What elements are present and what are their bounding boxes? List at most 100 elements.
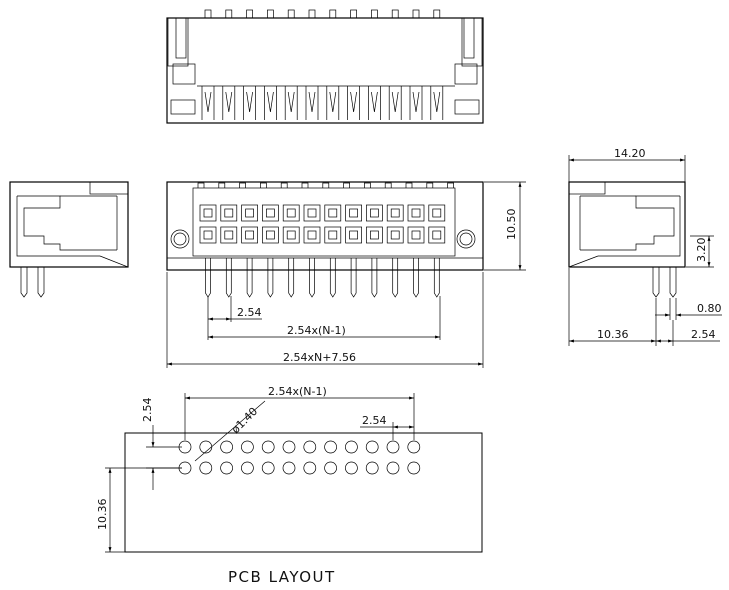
pcb-hole [365, 440, 379, 454]
contact-cell [345, 226, 362, 244]
pcb-hole [303, 440, 317, 454]
contact-cell [199, 226, 217, 244]
front-pin [225, 258, 232, 298]
contact-cell [220, 204, 238, 222]
overall-length-dimension-label: 2.54xN+7.56 [283, 351, 356, 364]
front-tooth [322, 182, 330, 188]
top-slot [222, 86, 236, 120]
contact-cell [199, 204, 217, 222]
contact-cell [220, 226, 238, 244]
pcb-hole [407, 440, 421, 454]
top-slot [201, 86, 215, 120]
pcb-hole [324, 461, 337, 475]
contact-cell [303, 226, 321, 244]
contact-cell-inner [370, 208, 379, 218]
contact-cell-inner [328, 208, 338, 218]
front-tooth [343, 182, 350, 188]
contact-cell-inner [266, 208, 275, 218]
top-slot-tab [267, 9, 274, 19]
contact-cell-inner [390, 230, 400, 240]
pcb-hole [386, 461, 400, 475]
contact-cell [324, 204, 342, 222]
pcb-pitch-label: 2.54 [362, 414, 387, 427]
pcb-hole [220, 440, 233, 454]
front-tooth [364, 182, 371, 188]
front-pin [392, 258, 399, 298]
contact-cell-inner [349, 230, 358, 240]
front-pin [267, 258, 274, 298]
right-side-view [568, 181, 686, 298]
pcb-hole [324, 440, 337, 454]
contact-cell [386, 226, 404, 244]
pcb-hole [282, 440, 296, 454]
top-slot [388, 86, 402, 120]
top-slot [409, 86, 423, 120]
top-slot-tab [246, 9, 253, 19]
contact-cell-inner [224, 230, 234, 240]
front-tooth [384, 182, 392, 188]
top-slot-tab [412, 9, 420, 19]
pcb-hole [199, 440, 213, 454]
front-tooth [197, 182, 205, 188]
pcb-hole [386, 440, 400, 454]
pcb-hole [345, 440, 358, 454]
row-pitch-dimension-label: 2.54 [691, 328, 716, 341]
pitch-span-dimension-label: 2.54x(N-1) [287, 324, 346, 337]
contact-cell [366, 226, 383, 244]
pcb-holes [178, 440, 421, 475]
pcb-layout-title: PCB LAYOUT [228, 568, 336, 586]
pin-offset-dimension-label: 3.20 [695, 238, 708, 263]
contact-cell-inner [203, 208, 213, 218]
row-offset-dimension-label: 10.36 [597, 328, 629, 341]
top-slot-tab [433, 9, 441, 19]
pcb-span-label: 2.54x(N-1) [268, 385, 327, 398]
pcb-hole [365, 461, 379, 475]
front-tooth [218, 182, 226, 188]
top-slot-tab [371, 9, 378, 19]
top-slot [326, 86, 340, 120]
contact-cell-inner [286, 230, 296, 240]
pcb-edge-offset-label: 10.36 [96, 499, 109, 531]
contact-cell-inner [203, 230, 213, 240]
contact-cell [324, 226, 342, 244]
front-pin [371, 258, 378, 298]
front-pin [309, 258, 315, 298]
front-pin [350, 258, 357, 298]
front-tooth [405, 182, 413, 188]
contact-cell [428, 226, 446, 244]
front-pin [413, 258, 419, 298]
top-slot-tab [329, 9, 337, 19]
pcb-hole-diameter-label: ø1.40 [229, 405, 260, 436]
top-slot [368, 86, 381, 120]
contact-cell-inner [349, 208, 358, 218]
contact-cell-inner [328, 230, 338, 240]
pcb-hole [407, 461, 421, 475]
contact-cell [241, 204, 258, 222]
contact-cell-inner [245, 230, 254, 240]
front-tooth [301, 182, 309, 188]
front-pin [329, 258, 336, 298]
dimension-lines [166, 155, 722, 368]
contact-cell-inner [390, 208, 400, 218]
front-tooth [260, 182, 267, 188]
contact-cell [282, 226, 300, 244]
pcb-hole [303, 461, 317, 475]
pcb-hole [220, 461, 233, 475]
front-view [166, 181, 484, 298]
front-pin [288, 258, 295, 298]
top-slot [430, 86, 444, 120]
contact-cell [241, 226, 258, 244]
pcb-hole [345, 461, 358, 475]
contact-cell-inner [307, 208, 317, 218]
contact-cell-inner [245, 208, 254, 218]
front-pin [433, 258, 440, 298]
top-slot-tab [350, 9, 357, 19]
top-view [166, 9, 484, 124]
contact-cell [366, 204, 383, 222]
front-tooth [239, 182, 246, 188]
depth-dimension-label: 14.20 [614, 147, 646, 160]
pcb-hole [199, 461, 213, 475]
contact-cell [262, 226, 279, 244]
contact-cell [282, 204, 300, 222]
